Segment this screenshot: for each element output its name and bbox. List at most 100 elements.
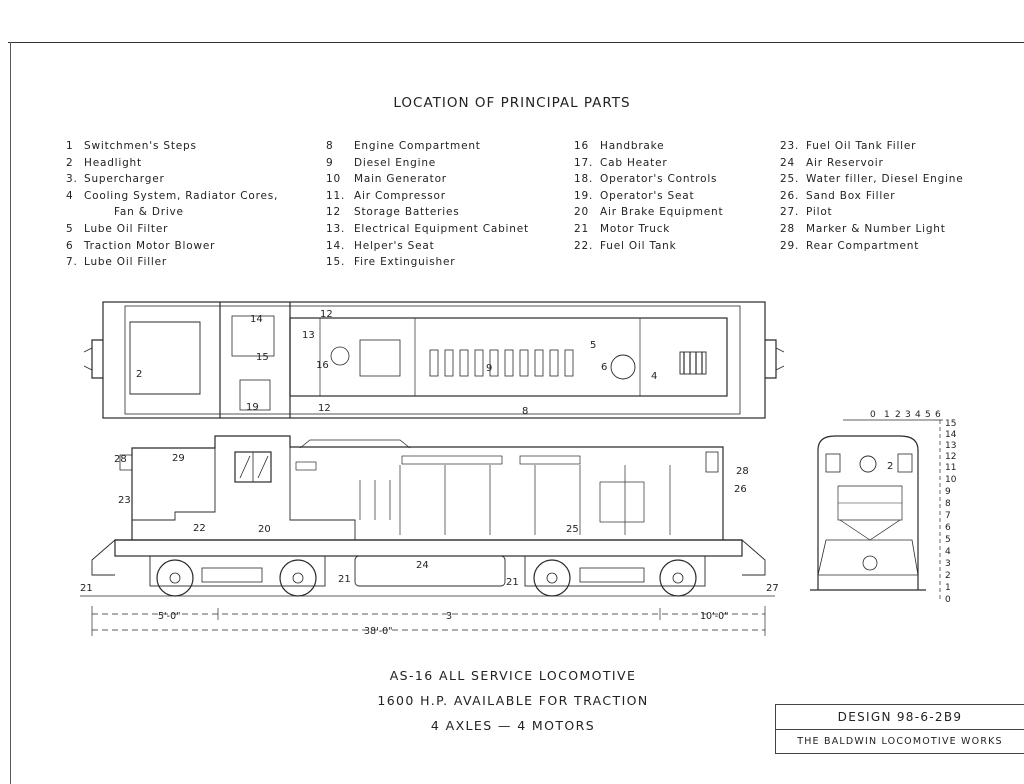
- plan-label-4: 4: [651, 371, 657, 382]
- part-name: Switchmen's Steps: [84, 140, 197, 152]
- end-braces: [839, 519, 901, 541]
- part-entry: 22.Fuel Oil Tank: [574, 238, 723, 255]
- part-entry: 7. Lube Oil Filler: [66, 254, 278, 271]
- scale-2: 2: [895, 410, 901, 420]
- plan-label-16: 16: [316, 360, 329, 371]
- part-number: 7.: [66, 256, 78, 269]
- scale-4: 4: [915, 410, 921, 420]
- scale-15: 15: [945, 419, 956, 429]
- roof-hatch: [299, 439, 411, 449]
- part-name: Helper's Seat: [354, 239, 435, 252]
- part-name: Operator's Controls: [600, 173, 718, 186]
- part-number: 21: [574, 222, 589, 235]
- part-entry-continued: Fan & Drive: [66, 204, 278, 221]
- part-name: Electrical Equipment Cabinet: [354, 222, 529, 235]
- part-entry: 29. Rear Compartment: [780, 238, 964, 255]
- part-number: 26.: [780, 189, 800, 202]
- scale-4b: 4: [945, 547, 951, 557]
- part-entry: 11.Air Compressor: [326, 188, 529, 205]
- part-name: Sand Box Filler: [806, 189, 896, 202]
- scale-5b: 5: [945, 535, 951, 545]
- design-number: DESIGN 98-6-2B9: [776, 705, 1024, 730]
- scale-0: 0: [870, 410, 876, 420]
- elev-label-21-left: 21: [80, 583, 93, 594]
- part-entry: 8 Engine Compartment: [326, 138, 529, 155]
- scale-6: 6: [935, 410, 941, 420]
- plan-label-5: 5: [590, 340, 596, 351]
- scale-5: 5: [925, 410, 931, 420]
- part-number: 8: [326, 140, 334, 152]
- engine-cylinders: [429, 349, 574, 377]
- scale-11: 11: [945, 463, 956, 473]
- part-name: Motor Truck: [600, 222, 671, 235]
- part-number: 16: [574, 140, 589, 152]
- part-name: Engine Compartment: [354, 140, 481, 152]
- plan-label-2: 2: [136, 369, 142, 380]
- plan-label-8: 8: [522, 406, 528, 417]
- front-truck: [524, 555, 706, 597]
- scale-8: 8: [945, 499, 951, 509]
- rear-pilot: [91, 539, 116, 576]
- part-entry: 17.Cab Heater: [574, 155, 723, 172]
- part-name: Supercharger: [84, 173, 165, 186]
- elev-label-21-mid: 21: [506, 577, 519, 588]
- plan-label-6: 6: [601, 362, 607, 373]
- end-label-2: 2: [887, 461, 893, 472]
- part-entry: 25.Water filler, Diesel Engine: [780, 171, 964, 188]
- scale-9: 9: [945, 487, 951, 497]
- part-number: 23.: [780, 140, 800, 152]
- part-entry: 18. Operator's Controls: [574, 171, 723, 188]
- dimension-lines: [92, 613, 765, 631]
- plan-view: 12 14 13 2 15 19 12 8 5 6 4 9 16: [83, 301, 785, 419]
- part-name: Headlight: [84, 156, 142, 169]
- end-radiator: [837, 485, 903, 521]
- part-number: 29.: [780, 239, 800, 252]
- part-name: Rear Compartment: [806, 239, 920, 252]
- plan-inner-outline: [124, 305, 741, 415]
- part-entry: 19.Operator's Seat: [574, 188, 723, 205]
- part-number: 28: [780, 222, 795, 235]
- part-number: 14.: [326, 239, 346, 252]
- end-coupler: [862, 555, 878, 571]
- part-number: 18.: [574, 173, 594, 186]
- scale-14: 14: [945, 430, 957, 440]
- side-scale: 15 14 13 12 11 10 9 8 7 6 5 4 3 2 1 0: [945, 419, 957, 605]
- part-name: Lube Oil Filter: [84, 222, 169, 235]
- scale-1: 1: [884, 410, 890, 420]
- plan-label-14: 14: [250, 314, 263, 325]
- front-pilot: [741, 539, 766, 576]
- title-block: DESIGN 98-6-2B9 THE BALDWIN LOCOMOTIVE W…: [775, 704, 1024, 754]
- cabinet-plan: [359, 339, 401, 377]
- elev-label-29: 29: [172, 453, 185, 464]
- part-entry: 15.Fire Extinguisher: [326, 254, 529, 271]
- hood-doors: [295, 455, 671, 535]
- part-number: 27.: [780, 206, 800, 219]
- end-view: 2: [810, 419, 943, 600]
- part-name: Marker & Number Light: [806, 222, 946, 235]
- elev-label-20: 20: [258, 524, 271, 535]
- dim-truck-centers: 3: [446, 611, 452, 622]
- dim-overall-length: 38'-0": [364, 626, 393, 637]
- sheet-left-border: [10, 42, 11, 784]
- rear-marker-light: [119, 454, 132, 471]
- part-name: Lube Oil Filler: [84, 256, 168, 269]
- rear-compartment-plan: [129, 321, 201, 395]
- part-name: Fan & Drive: [114, 206, 184, 219]
- part-name: Pilot: [806, 206, 833, 219]
- scale-3: 3: [905, 410, 911, 420]
- end-marker-right: [897, 453, 913, 473]
- dimension-ticks: [91, 606, 766, 636]
- part-name: Air Reservoir: [806, 156, 884, 169]
- part-name: Diesel Engine: [354, 156, 437, 169]
- rear-coupler-plan: [91, 339, 103, 379]
- caption-axles: 4 AXLES — 4 MOTORS: [430, 718, 596, 733]
- part-number: 10: [326, 173, 341, 186]
- part-number: 12: [326, 206, 341, 219]
- part-number: 5: [66, 222, 74, 235]
- elev-label-25: 25: [566, 524, 579, 535]
